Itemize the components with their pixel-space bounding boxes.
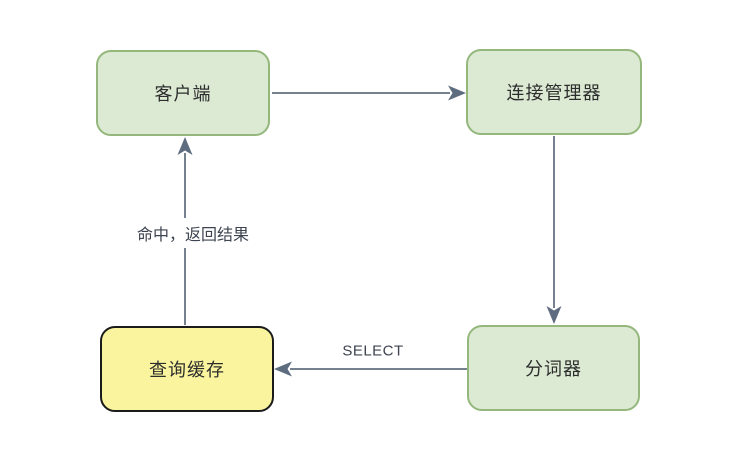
- node-client: 客户端: [96, 50, 270, 136]
- arrow-connection-manager-to-tokenizer: [546, 136, 562, 324]
- node-connection-manager: 连接管理器: [466, 49, 642, 135]
- node-connection-manager-label: 连接管理器: [506, 83, 602, 103]
- node-query-cache: 查询缓存: [100, 326, 274, 412]
- arrow-tokenizer-to-query-cache: [274, 361, 467, 377]
- edge-label-select: SELECT: [342, 342, 404, 360]
- node-tokenizer: 分词器: [467, 325, 640, 411]
- node-tokenizer-label: 分词器: [525, 359, 582, 379]
- node-query-cache-label: 查询缓存: [149, 360, 225, 380]
- node-client-label: 客户端: [154, 84, 212, 104]
- edge-label-cache-hit: 命中，返回结果: [131, 218, 255, 248]
- arrow-client-to-connection-manager: [272, 85, 466, 101]
